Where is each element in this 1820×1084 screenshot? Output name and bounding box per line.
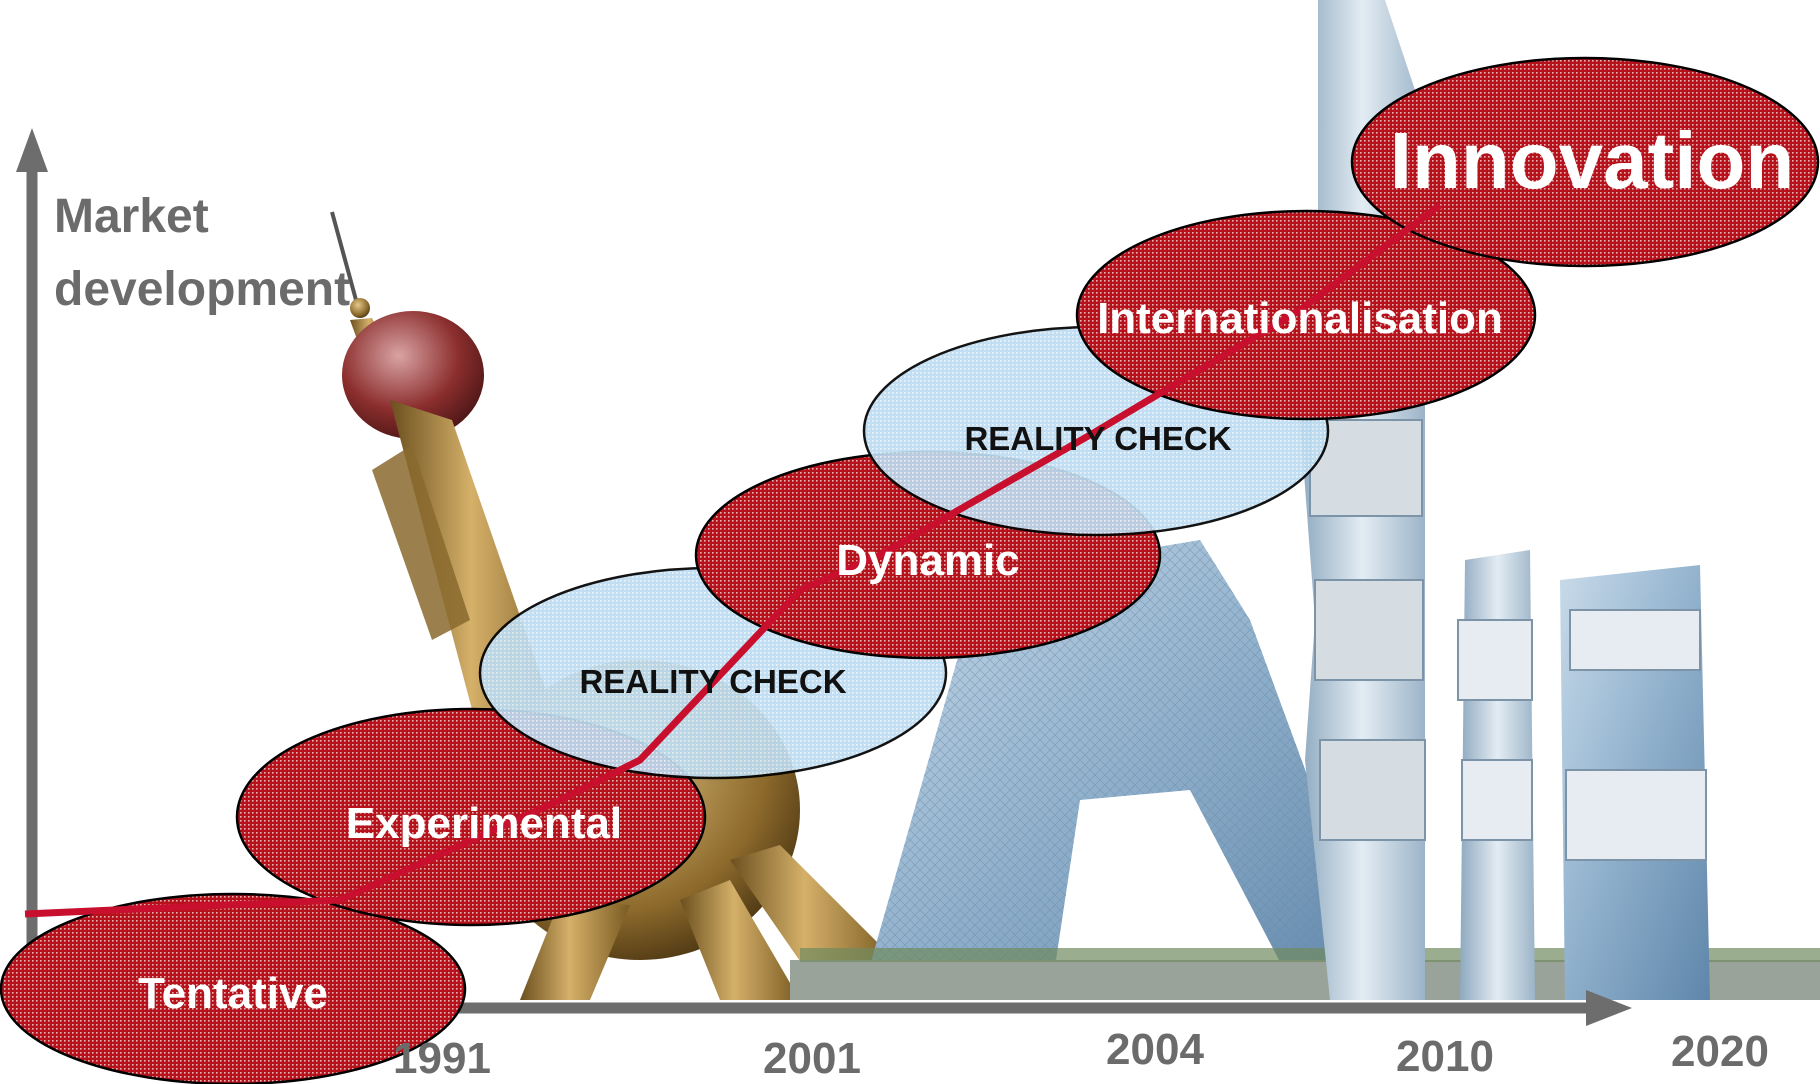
stage-label-experimental: Experimental	[346, 799, 622, 848]
y-axis-label-line2: development	[54, 263, 350, 316]
stage-experimental-ellipse	[235, 707, 707, 927]
y-axis-arrowhead	[16, 128, 48, 172]
year-label: 2010	[1396, 1032, 1494, 1081]
stage-internationalisation-ellipse	[1075, 209, 1537, 421]
stage-label-reality-check-1: REALITY CHECK	[579, 663, 846, 700]
year-label: 1991	[393, 1034, 491, 1083]
year-label: 2020	[1671, 1027, 1769, 1076]
stage-label-internationalisation: Internationalisation	[1097, 294, 1503, 343]
year-label: 2001	[763, 1034, 861, 1083]
y-axis-label-line1: Market	[54, 190, 209, 243]
stage-tentative-ellipse	[0, 892, 467, 1084]
stage-label-dynamic: Dynamic	[836, 536, 1019, 585]
stage-ellipses	[0, 56, 1820, 1084]
x-axis-arrowhead	[1586, 990, 1632, 1026]
stage-innovation-ellipse	[1350, 56, 1820, 268]
stage-label-reality-check-2: REALITY CHECK	[964, 420, 1231, 457]
year-label: 2004	[1106, 1025, 1204, 1074]
trend-line	[24, 202, 1443, 918]
stage-label-innovation: Innovation	[1390, 116, 1794, 205]
stage-label-tentative: Tentative	[138, 969, 328, 1018]
